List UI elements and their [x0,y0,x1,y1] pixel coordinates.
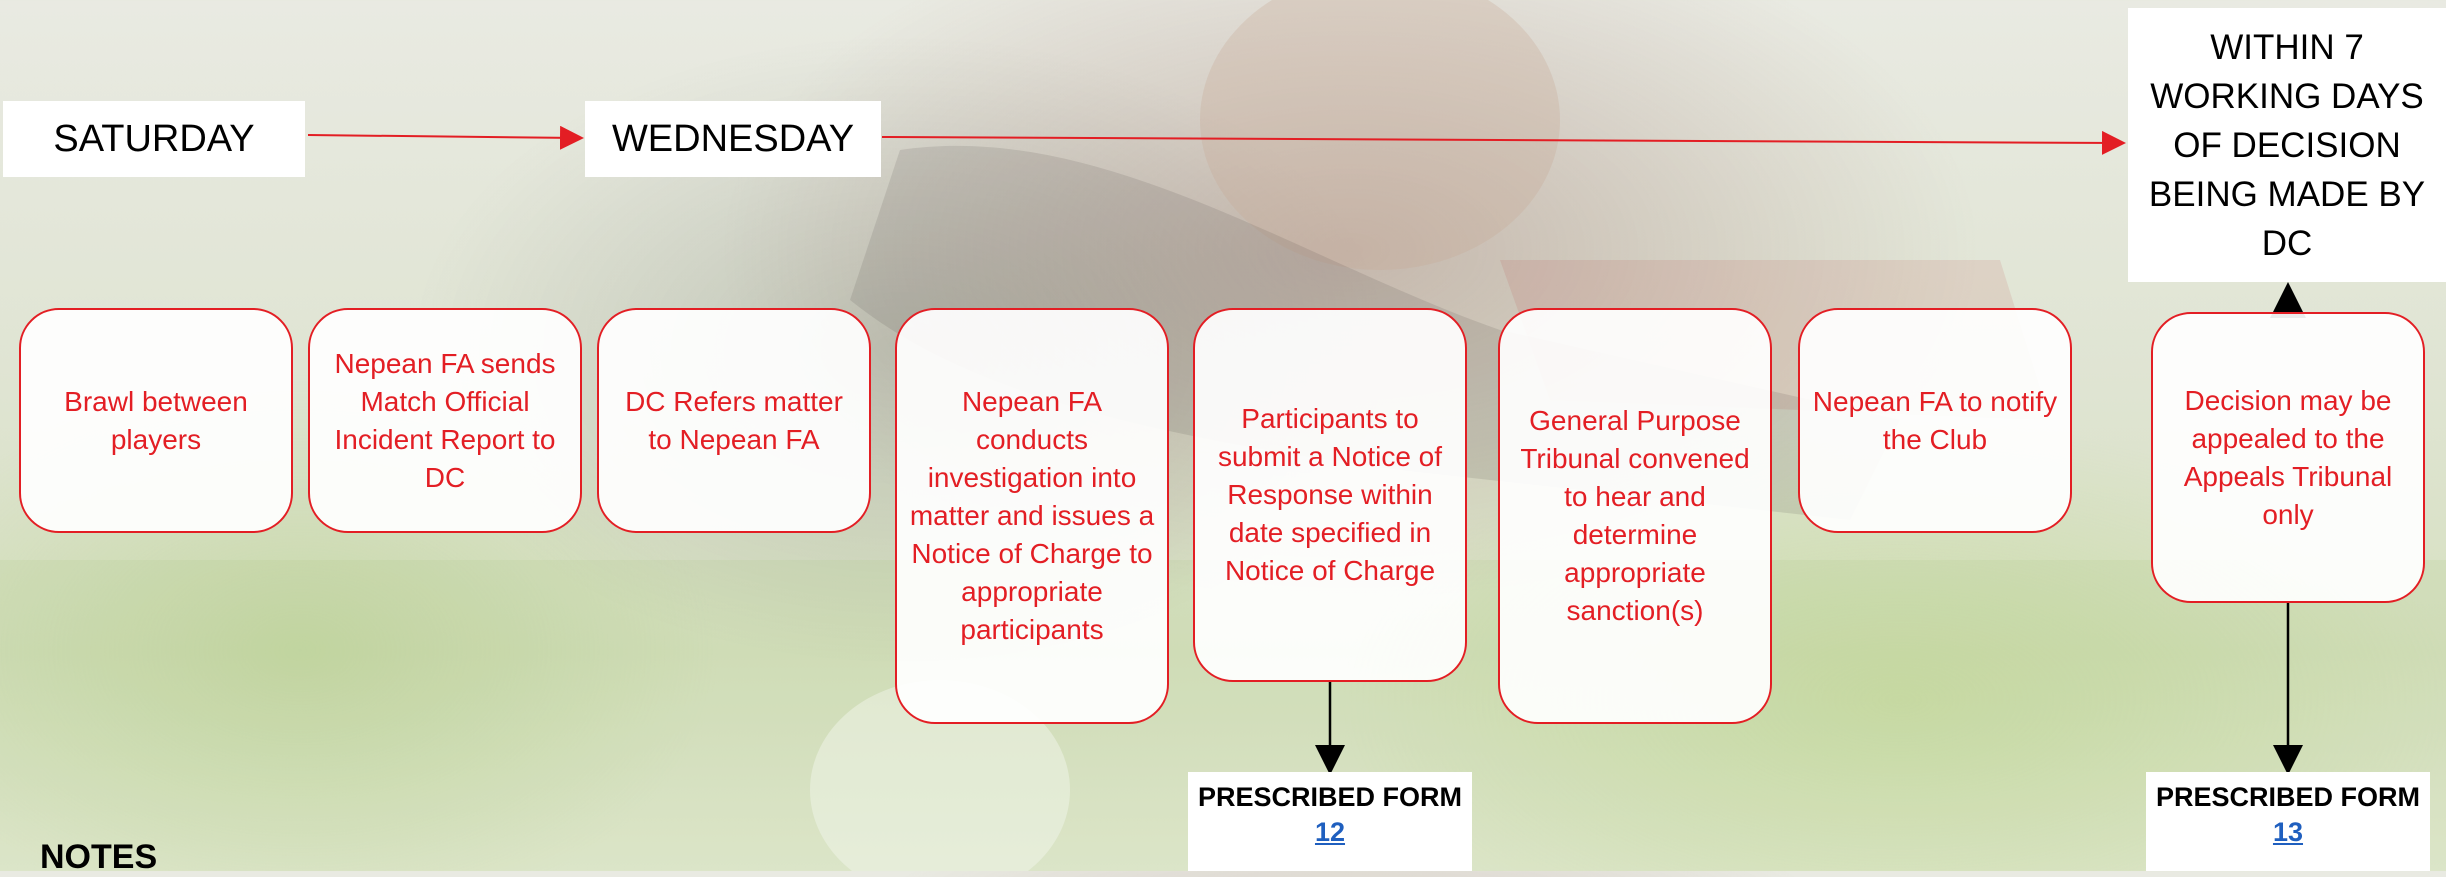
step-match-report: Nepean FA sends Match Official Incident … [308,308,582,533]
step-tribunal: General Purpose Tribunal convened to hea… [1498,308,1772,724]
prescribed-form-13: PRESCRIBED FORM 13 [2146,772,2430,871]
appeal-deadline-label: WITHIN 7 WORKING DAYS OF DECISION BEING … [2128,8,2446,282]
step-notify-club: Nepean FA to notify the Club [1798,308,2072,533]
step-dc-refers: DC Refers matter to Nepean FA [597,308,871,533]
step-appeal: Decision may be appealed to the Appeals … [2151,312,2425,603]
wednesday-label: WEDNESDAY [585,101,881,177]
step-notice-of-response: Participants to submit a Notice of Respo… [1193,308,1467,682]
step-investigation: Nepean FA conducts investigation into ma… [895,308,1169,724]
prescribed-form-13-title: PRESCRIBED FORM [2155,782,2420,812]
step-brawl: Brawl between players [19,308,293,533]
arrow-saturday-to-wednesday [307,125,584,150]
prescribed-form-13-link[interactable]: 13 [2272,817,2304,847]
prescribed-form-12-link[interactable]: 12 [1314,817,1346,847]
arrow-wednesday-to-deadline [881,130,2126,155]
saturday-label: SATURDAY [3,101,305,177]
notes-heading: NOTES [40,838,158,876]
prescribed-form-12-title: PRESCRIBED FORM [1197,782,1462,812]
prescribed-form-12: PRESCRIBED FORM 12 [1188,772,1472,871]
